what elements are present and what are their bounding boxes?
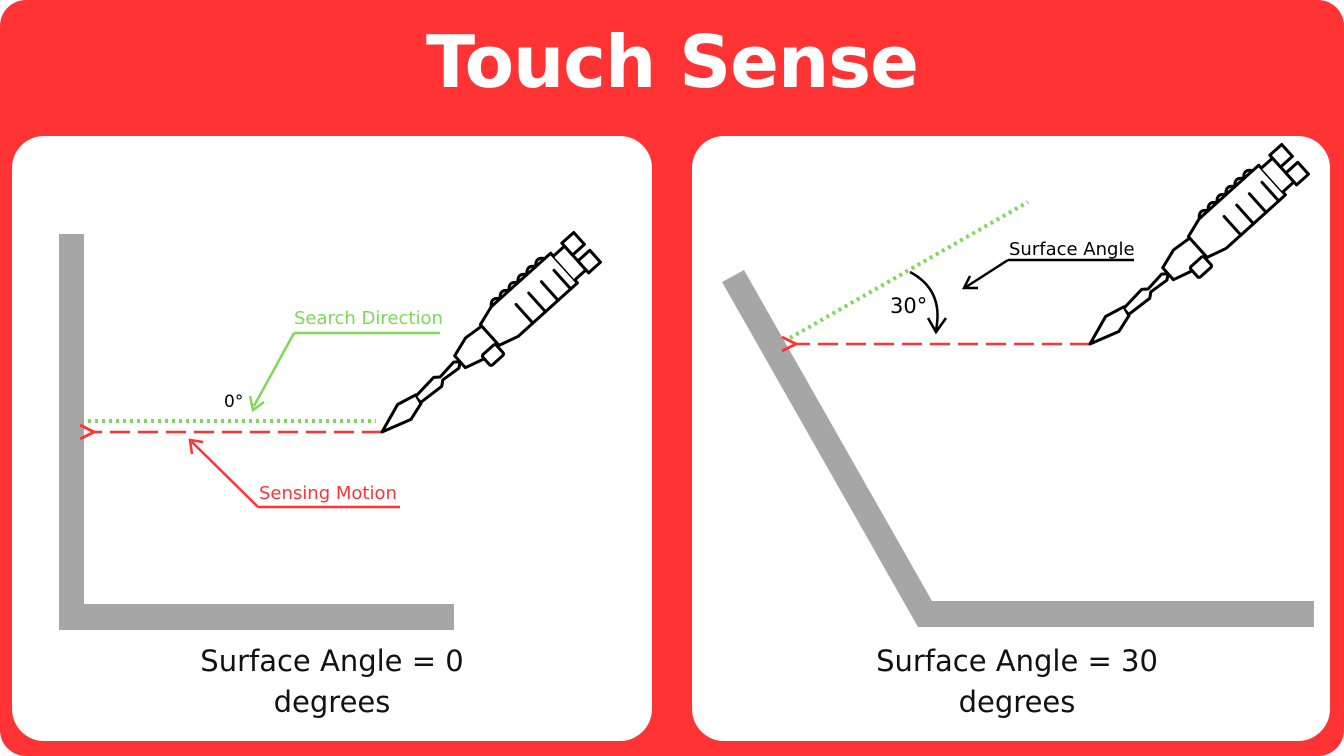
angle-arc-arrowhead bbox=[926, 317, 948, 335]
vertical-surface bbox=[59, 234, 84, 630]
search-direction-arrowhead bbox=[248, 395, 265, 413]
search-direction-leader bbox=[252, 332, 296, 407]
angle-arc bbox=[909, 270, 939, 331]
left-caption: Surface Angle = 0 degrees bbox=[162, 641, 502, 723]
left-panel: Search Direction 0° Sensing Motion Surfa… bbox=[12, 136, 652, 741]
welding-torch-icon bbox=[364, 227, 605, 452]
sensing-motion-arrowhead bbox=[188, 438, 204, 455]
right-panel: 30° Surface Angle bbox=[692, 136, 1330, 741]
sensing-motion-label: Sensing Motion bbox=[259, 483, 397, 504]
surface-angle-label: Surface Angle bbox=[1009, 239, 1135, 260]
angled-surface bbox=[722, 270, 932, 627]
right-diagram: 30° Surface Angle bbox=[722, 142, 1314, 627]
right-caption: Surface Angle = 30 degrees bbox=[847, 641, 1187, 723]
horizontal-surface-right bbox=[920, 601, 1314, 627]
angle-label-left: 0° bbox=[224, 392, 243, 412]
left-diagram: Search Direction 0° Sensing Motion bbox=[59, 227, 605, 630]
horizontal-surface bbox=[59, 604, 454, 630]
surface-angle-arrowhead bbox=[961, 275, 978, 290]
left-caption-line2: degrees bbox=[273, 685, 391, 719]
angle-label-right: 30° bbox=[890, 294, 927, 318]
welding-torch-icon-right bbox=[1088, 142, 1310, 346]
right-caption-line2: degrees bbox=[958, 685, 1076, 719]
left-caption-line1: Surface Angle = 0 bbox=[200, 644, 464, 678]
sensing-motion-leader bbox=[191, 441, 259, 508]
surface-angle-leader bbox=[965, 258, 1009, 289]
search-direction-label: Search Direction bbox=[294, 308, 443, 329]
right-caption-line1: Surface Angle = 30 bbox=[876, 644, 1158, 678]
page-title: Touch Sense bbox=[426, 20, 919, 104]
